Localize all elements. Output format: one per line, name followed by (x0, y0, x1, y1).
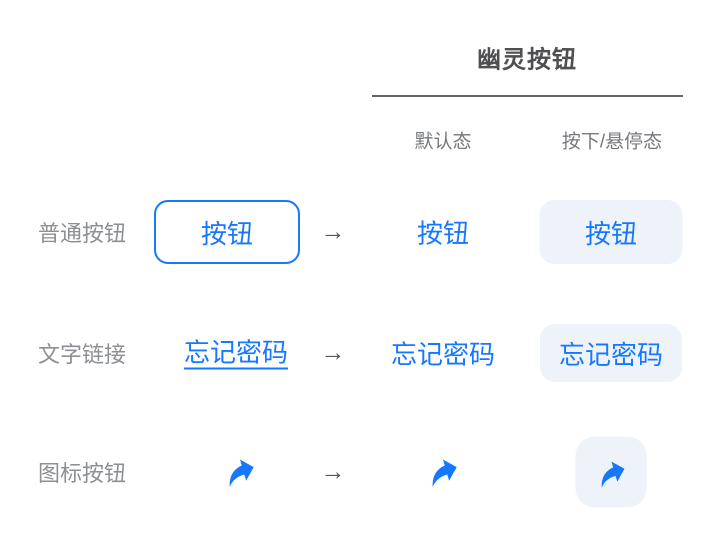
arrow-right-icon: → (320, 457, 346, 486)
ghost-button-hover[interactable]: 按钮 (539, 200, 683, 264)
row-label-normal-button: 普通按钮 (38, 221, 127, 246)
normal-button-example[interactable]: 按钮 (154, 200, 300, 264)
column-header-default-state: 默认态 (414, 131, 472, 153)
ghost-icon-button-default[interactable] (424, 452, 462, 490)
header-divider (372, 95, 683, 97)
arrow-right-icon: → (320, 338, 346, 367)
ghost-link-hover[interactable]: 忘记密码 (540, 324, 682, 382)
icon-button-example[interactable] (221, 452, 259, 490)
ghost-icon-button-hover[interactable] (575, 436, 647, 508)
page-title: 幽灵按钮 (477, 46, 577, 74)
ghost-button-default[interactable]: 按钮 (416, 218, 470, 249)
row-label-icon-button: 图标按钮 (38, 461, 127, 486)
column-header-pressed-hover-state: 按下/悬停态 (561, 131, 663, 153)
ghost-link-hover-label: 忘记密码 (558, 339, 663, 370)
normal-button-label: 按钮 (200, 218, 253, 249)
row-label-text-link: 文字链接 (38, 342, 127, 367)
text-link-example[interactable]: 忘记密码 (183, 337, 289, 368)
ghost-link-default[interactable]: 忘记密码 (390, 339, 496, 370)
share-forward-icon (601, 461, 624, 488)
share-forward-icon (229, 459, 254, 488)
arrow-right-icon: → (320, 217, 346, 246)
ghost-button-hover-label: 按钮 (584, 218, 637, 249)
share-forward-icon (432, 459, 457, 488)
